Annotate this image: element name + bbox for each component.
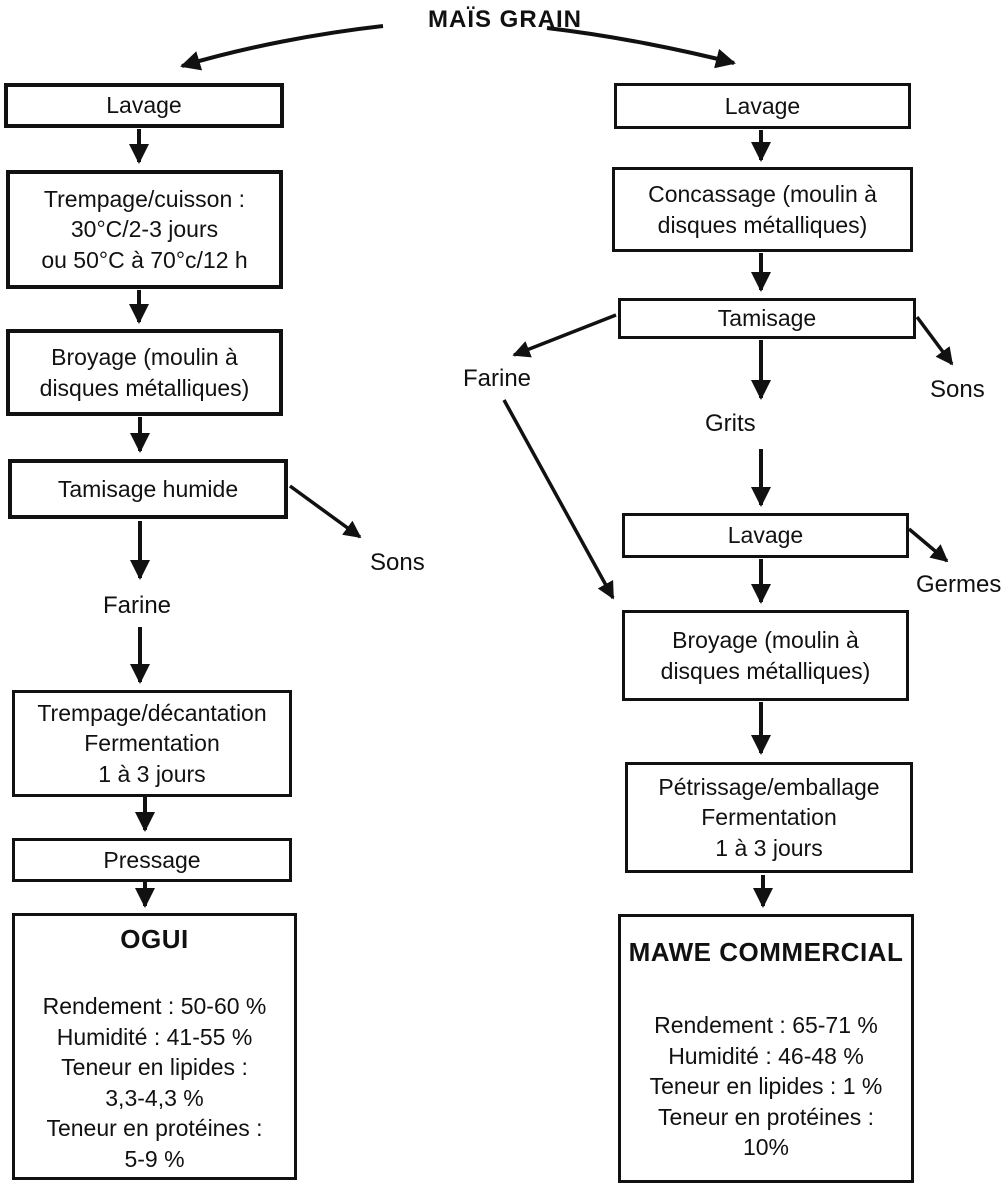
node-petrissage: Pétrissage/emballage Fermentation 1 à 3 … xyxy=(625,762,913,873)
label-sons-left: Sons xyxy=(370,549,425,576)
node-lavage-right-2: Lavage xyxy=(622,513,909,558)
node-trempage-cuisson: Trempage/cuisson : 30°C/2-3 jours ou 50°… xyxy=(6,170,283,289)
label-germes: Germes xyxy=(916,571,1002,598)
arrow-title-to-right xyxy=(546,26,736,69)
arrow-right-lavage-germes xyxy=(907,527,949,563)
node-ogui: OGUI Rendement : 50-60 % Humidité : 41-5… xyxy=(12,913,297,1180)
node-tamisage-right: Tamisage xyxy=(618,298,916,339)
arrow-right-farine-broyage xyxy=(502,399,615,600)
ogui-title: OGUI xyxy=(120,924,189,954)
label-farine-left: Farine xyxy=(103,592,172,619)
node-tamisage-humide: Tamisage humide xyxy=(8,459,288,519)
label-sons-right: Sons xyxy=(930,376,985,403)
node-trempage-decantation: Trempage/décantation Fermentation 1 à 3 … xyxy=(12,690,292,797)
node-mawe-commercial: MAWE COMMERCIAL Rendement : 65-71 % Humi… xyxy=(618,914,914,1183)
node-lavage-left: Lavage xyxy=(4,83,284,128)
node-concassage: Concassage (moulin à disques métalliques… xyxy=(612,167,913,252)
arrow-left-tamisage-sons xyxy=(288,484,362,539)
node-lavage-right-1: Lavage xyxy=(614,83,911,129)
mawe-stats: Rendement : 65-71 % Humidité : 46-48 % T… xyxy=(649,1012,883,1161)
arrow-title-to-left xyxy=(180,24,384,71)
label-grits: Grits xyxy=(705,410,756,437)
arrow-right-tamisage-sons xyxy=(915,315,954,366)
node-broyage-right: Broyage (moulin à disques métalliques) xyxy=(622,610,909,701)
arrow-right-tamisage-farine xyxy=(512,313,617,358)
diagram-title: MAÏS GRAIN xyxy=(428,6,582,33)
node-pressage: Pressage xyxy=(12,838,292,882)
mawe-title: MAWE COMMERCIAL xyxy=(628,937,904,967)
ogui-stats: Rendement : 50-60 % Humidité : 41-55 % T… xyxy=(42,993,267,1172)
label-farine-right: Farine xyxy=(463,365,532,392)
node-broyage-left: Broyage (moulin à disques métalliques) xyxy=(6,329,283,416)
